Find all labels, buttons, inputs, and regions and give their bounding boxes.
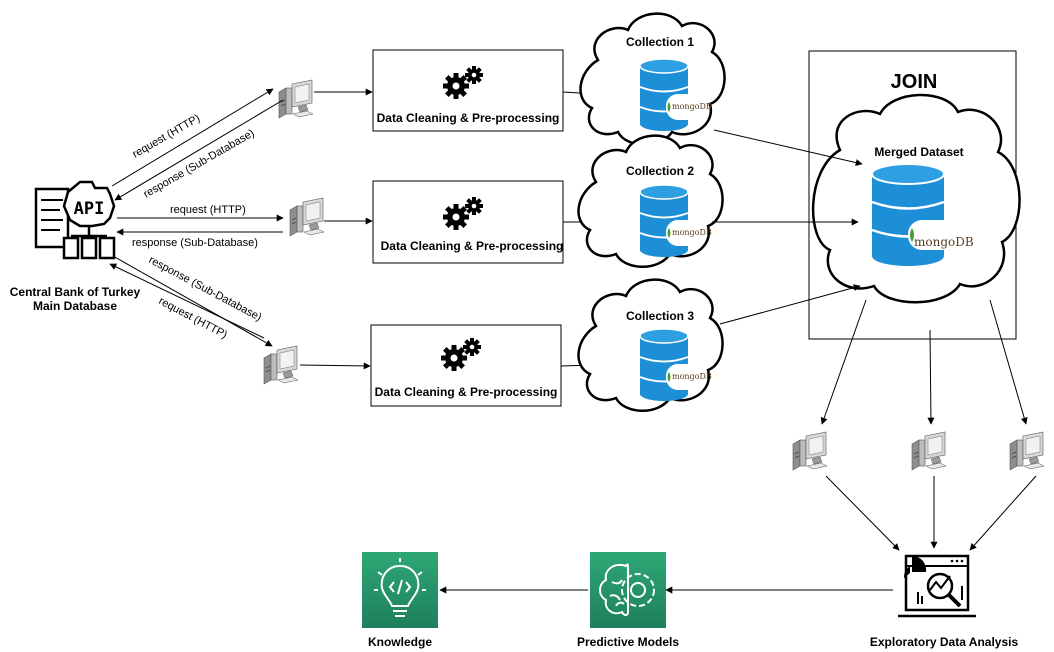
merged-db-label: mongoDB (914, 235, 974, 249)
source-title-line1: Central Bank of Turkey (10, 285, 141, 299)
collection-cloud-3: Collection 3 mongoDB (577, 278, 724, 412)
predictive-models-label: Predictive Models (577, 635, 679, 649)
knowledge-label: Knowledge (368, 635, 432, 649)
analysis-computer-icon-3 (1009, 431, 1045, 471)
flow-arrow-collection1-merged (713, 129, 863, 167)
join-title: JOIN (891, 71, 938, 93)
processing-step-2: Data Cleaning & Pre-processing (372, 180, 564, 264)
flow-arrow-merged-pc6 (989, 299, 1028, 425)
flow-arrow-merged-pc5 (927, 329, 935, 425)
flow-arrow-merged-pc4 (820, 299, 867, 425)
flow-arrow-collection3-merged (719, 284, 861, 325)
knowledge-lightbulb-icon (362, 552, 438, 628)
response-arrow-1 (114, 99, 284, 201)
collection-label-2: Collection 2 (626, 164, 694, 178)
request-arrow-1 (111, 88, 274, 187)
collection-db-label-3: mongoDB (672, 372, 712, 381)
response-label-2: response (Sub-Database) (132, 237, 258, 249)
response-arrow-3 (109, 263, 265, 339)
request-label-2: request (HTTP) (170, 204, 246, 216)
analysis-computer-icon-1 (792, 431, 828, 471)
eda-label: Exploratory Data Analysis (870, 635, 1019, 649)
request-arrow-3 (112, 255, 273, 347)
source-title-line2: Main Database (33, 299, 117, 313)
client-computer-icon-2 (289, 197, 325, 237)
flow-arrow-pc3-step3 (299, 362, 371, 370)
analysis-computer-icon-2 (911, 431, 947, 471)
merged-dataset-label: Merged Dataset (874, 145, 963, 159)
client-computer-icon-1 (278, 79, 314, 119)
processing-step-3: Data Cleaning & Pre-processing (370, 324, 562, 407)
api-database-icon: API (34, 180, 116, 260)
flow-arrow-pc6-eda (969, 475, 1037, 551)
processing-step-1: Data Cleaning & Pre-processing (372, 49, 564, 132)
processing-step-label-2: Data Cleaning & Pre-processing (381, 239, 564, 253)
api-icon-label: API (74, 199, 105, 219)
eda-monitor-icon (898, 554, 976, 618)
predictive-models-icon (590, 552, 666, 628)
processing-step-label-1: Data Cleaning & Pre-processing (377, 111, 560, 125)
join-box: JOIN Merged Dataset mongoDB (808, 50, 1021, 340)
collection-cloud-1: Collection 1 mongoDB (579, 12, 726, 146)
collection-cloud-2: Collection 2 mongoDB (577, 134, 724, 268)
client-computer-icon-3 (263, 345, 299, 385)
flow-arrow-pc4-eda (825, 475, 900, 551)
collection-db-label-2: mongoDB (672, 228, 712, 237)
collection-label-1: Collection 1 (626, 35, 694, 49)
collection-db-label-1: mongoDB (672, 102, 712, 111)
response-label-3: response (Sub-Database) (147, 254, 264, 324)
processing-step-label-3: Data Cleaning & Pre-processing (375, 385, 558, 399)
collection-label-3: Collection 3 (626, 309, 694, 323)
